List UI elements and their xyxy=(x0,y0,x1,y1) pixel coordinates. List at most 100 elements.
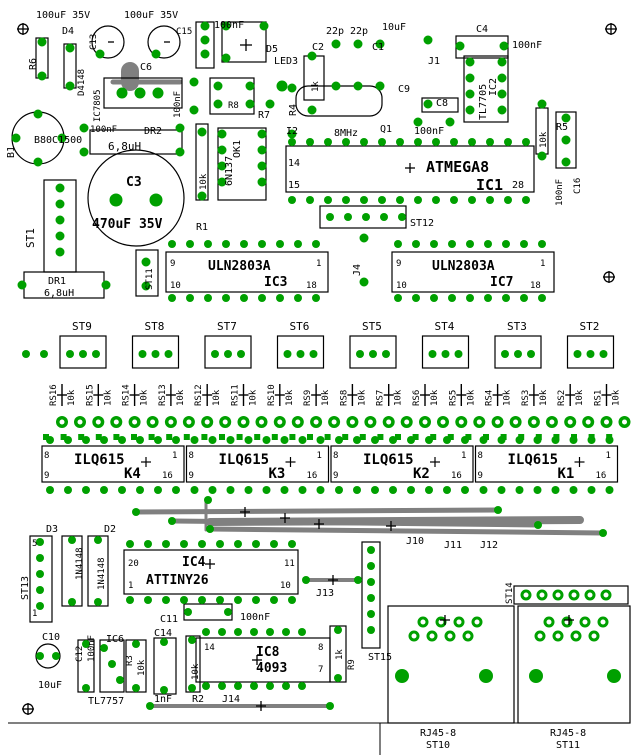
label-rs2: RS2 xyxy=(557,390,567,406)
pad xyxy=(201,434,208,440)
label-uln1-p9: 9 xyxy=(170,259,175,269)
label-j4: J4 xyxy=(352,264,363,276)
pad xyxy=(606,434,613,440)
label-rs6: RS6 xyxy=(412,390,422,406)
label-r5: R5 xyxy=(556,122,568,133)
bottom-labels: D3 D2 1N4148 1N4148 ST13 5 1 IC4 ATTINY2… xyxy=(20,524,586,751)
pad xyxy=(166,434,173,440)
label-rs13: RS13 xyxy=(158,384,168,406)
label-r3v: 10k xyxy=(137,659,147,676)
label-ic3: IC3 xyxy=(264,275,287,290)
label-c16: C16 xyxy=(573,178,583,194)
label-r4v: 1k xyxy=(311,81,321,92)
label-ilq615: ILQ615 xyxy=(74,452,125,468)
label-k1: K1 xyxy=(558,466,575,482)
label-r1v: 10k xyxy=(199,173,209,190)
label-ic7: IC7 xyxy=(490,275,513,290)
label-r1: R1 xyxy=(196,222,208,233)
label-rs7: RS7 xyxy=(376,390,386,406)
label-ic8-p14: 14 xyxy=(204,643,215,653)
screw-terminal-st6: ST6 xyxy=(276,320,325,369)
label-ilq615: ILQ615 xyxy=(219,452,270,468)
label-c4v: 100nF xyxy=(512,40,542,51)
pad xyxy=(40,350,48,358)
screw-terminal-st9: ST9 xyxy=(59,320,107,369)
label-st15: ST15 xyxy=(368,652,392,663)
label-ic4-p11: 11 xyxy=(284,559,295,569)
pad xyxy=(113,434,120,440)
pin-label: 8 xyxy=(478,451,483,461)
label-rs6-value: 10k xyxy=(430,389,440,406)
label-st14: ST14 xyxy=(505,582,515,604)
label-rs11-value: 10k xyxy=(249,389,259,406)
label-uh68a: 6,8uH xyxy=(108,140,141,153)
label-rs1: RS1 xyxy=(594,390,604,406)
pin-label: 16 xyxy=(307,471,318,481)
pad xyxy=(553,434,560,440)
label-q1: Q1 xyxy=(380,124,392,135)
label-rs1-value: 10k xyxy=(612,389,622,406)
screw-terminal-st4: ST4 xyxy=(421,320,470,369)
pad xyxy=(43,434,49,440)
pad xyxy=(22,350,30,358)
label-j13: J13 xyxy=(316,588,334,599)
bottom-pads xyxy=(36,496,621,710)
label-c8: C8 xyxy=(436,98,448,109)
resistor-rs1: RS1 10k xyxy=(594,384,631,428)
pin-label: 9 xyxy=(333,471,338,481)
label-b80: B80C1500 xyxy=(34,135,82,146)
label-st12: ST12 xyxy=(410,218,434,229)
label-r6: R6 xyxy=(28,58,39,70)
mounting-hole xyxy=(17,23,617,715)
pad xyxy=(430,434,437,440)
label-tl2: TL7757 xyxy=(88,696,124,707)
label-c11v: 100nF xyxy=(240,612,270,623)
label-j11: J11 xyxy=(444,540,462,551)
top-pads xyxy=(11,21,571,291)
label-rs15: RS15 xyxy=(85,384,95,406)
label-cap3: 100nF xyxy=(214,20,244,31)
label-rs14: RS14 xyxy=(122,384,132,406)
pad xyxy=(324,434,331,440)
label-dr1: DR1 xyxy=(48,276,66,287)
pad xyxy=(412,434,419,440)
label-rs4-value: 10k xyxy=(503,389,513,406)
pad xyxy=(342,434,349,440)
pin-label: 9 xyxy=(189,471,194,481)
label-attiny: ATTINY26 xyxy=(146,573,209,588)
label-ic4-p20: 20 xyxy=(128,559,139,569)
label-n4148a: 1N4148 xyxy=(75,547,85,580)
label-c14: C14 xyxy=(154,628,172,639)
label-b1: B1 xyxy=(6,146,17,158)
label-rs11: RS11 xyxy=(231,384,241,406)
label-rs5: RS5 xyxy=(448,390,458,406)
label-ic8-p7: 7 xyxy=(318,665,323,675)
screw-terminal-st8: ST8 xyxy=(131,320,180,369)
label-st11a: ST11 xyxy=(145,268,155,290)
label-p28: 28 xyxy=(512,180,524,191)
bottom-section xyxy=(29,535,631,724)
screw-terminal-st2: ST2 xyxy=(566,320,615,369)
pad xyxy=(535,434,542,440)
label-n4148b: 1N4148 xyxy=(97,557,107,590)
pad xyxy=(78,434,85,440)
label-ic6: IC6 xyxy=(106,634,124,645)
label-mhz: 8MHz xyxy=(334,128,358,139)
label-r9v: 1k xyxy=(335,649,345,660)
label-uln1: ULN2803A xyxy=(208,259,271,274)
label-rs7-value: 10k xyxy=(394,389,404,406)
label-nf1: 1nF xyxy=(154,694,172,705)
label-ic8-p8: 8 xyxy=(318,643,323,653)
label-dr2: DR2 xyxy=(144,126,162,137)
